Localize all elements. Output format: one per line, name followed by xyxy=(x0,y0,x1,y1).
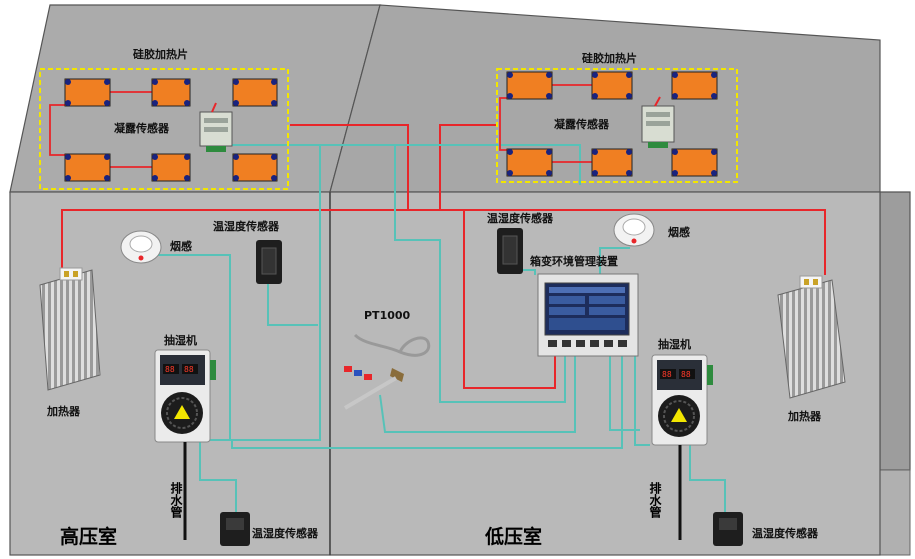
environment-manager-device xyxy=(537,273,639,357)
signal-wire-pt1000 xyxy=(379,355,576,433)
signal-wire-smoke-right xyxy=(599,247,630,275)
heater-pad xyxy=(232,153,278,182)
condensation-sensor-right xyxy=(641,96,675,148)
power-wire-top-bus xyxy=(61,209,826,275)
display-digits: 88 xyxy=(662,370,672,379)
heater-pad xyxy=(506,148,553,177)
heater-pad-group-right xyxy=(496,68,738,183)
heater-pad xyxy=(64,153,111,182)
heater-pad xyxy=(232,78,278,107)
heater-pad xyxy=(591,148,633,177)
signal-wires xyxy=(150,144,726,515)
signal-wire-th-low-bottom xyxy=(634,355,650,446)
smoke-detector-right xyxy=(613,213,655,247)
label-th-sensor-low-top: 温湿度传感器 xyxy=(487,211,554,225)
heater-right xyxy=(777,275,846,399)
signal-wire-dehum-right xyxy=(689,440,726,515)
heater-pad xyxy=(591,71,633,100)
heater-left xyxy=(39,267,101,391)
th-sensor-high-bottom xyxy=(220,512,250,546)
label-condensation-left: 凝露传感器 xyxy=(114,121,170,135)
display-digits: 88 xyxy=(165,365,175,374)
dehumidifier-left: 88 88 xyxy=(154,349,216,443)
condensation-sensor-left xyxy=(199,102,233,152)
dehumidifier-right: 88 88 xyxy=(651,354,713,446)
label-drain-right: 排水管 xyxy=(648,481,662,519)
heater-pad xyxy=(671,148,718,177)
pt1000-probe xyxy=(343,333,431,410)
label-pt1000: PT1000 xyxy=(364,309,411,322)
heater-pad xyxy=(671,71,718,100)
label-smoke-left: 烟感 xyxy=(170,239,192,253)
pad-link-left-side xyxy=(49,104,65,156)
power-wire-left-pad xyxy=(290,124,409,210)
signal-wire-condensation xyxy=(215,144,581,185)
power-wires xyxy=(61,124,826,389)
signal-wire-dehum-left xyxy=(200,355,623,449)
label-heater-pad-left: 硅胶加热片 xyxy=(133,47,188,61)
label-th-sensor-high-top: 温湿度传感器 xyxy=(213,219,280,233)
heater-pad xyxy=(151,78,191,107)
heater-pads-right xyxy=(499,71,718,177)
display-digits: 88 xyxy=(184,365,194,374)
label-heater-pad-right: 硅胶加热片 xyxy=(582,51,637,65)
label-th-sensor-low-bottom: 温湿度传感器 xyxy=(752,526,819,540)
signal-wire-th-high-bottom xyxy=(199,440,237,515)
display-digits: 88 xyxy=(681,370,691,379)
label-manager: 箱变环境管理装置 xyxy=(530,254,618,268)
th-sensor-high-top xyxy=(256,240,282,284)
heater-pad xyxy=(151,153,191,182)
power-wire-manager xyxy=(463,210,556,389)
label-smoke-right: 烟感 xyxy=(668,225,690,239)
label-dehumidifier-right: 抽湿机 xyxy=(658,337,691,351)
th-sensor-low-top xyxy=(497,228,523,274)
signal-wire-drop xyxy=(394,145,566,403)
label-th-sensor-high-bottom: 温湿度传感器 xyxy=(252,526,319,540)
label-drain-left: 排水管 xyxy=(169,481,183,519)
smoke-detector-left xyxy=(120,230,162,264)
heater-pad xyxy=(506,71,553,100)
label-room-high: 高压室 xyxy=(60,525,117,548)
label-heater-right: 加热器 xyxy=(787,409,822,423)
heater-pads-left xyxy=(49,78,278,182)
label-room-low: 低压室 xyxy=(484,525,542,548)
signal-wire-manager-right xyxy=(609,355,640,431)
signal-wire-th-high xyxy=(267,282,318,326)
heater-pad xyxy=(64,78,111,107)
power-wire-right-pad xyxy=(439,124,497,210)
label-dehumidifier-left: 抽湿机 xyxy=(164,333,197,347)
right-side-wall xyxy=(879,191,911,471)
right-side-lower xyxy=(879,469,911,556)
th-sensor-low-bottom xyxy=(713,512,743,546)
heater-pad-group-left xyxy=(39,68,289,190)
pad-link-right-side xyxy=(499,97,507,151)
label-condensation-right: 凝露传感器 xyxy=(554,117,610,131)
label-heater-left: 加热器 xyxy=(46,404,81,418)
cabinet-structure xyxy=(9,4,911,556)
